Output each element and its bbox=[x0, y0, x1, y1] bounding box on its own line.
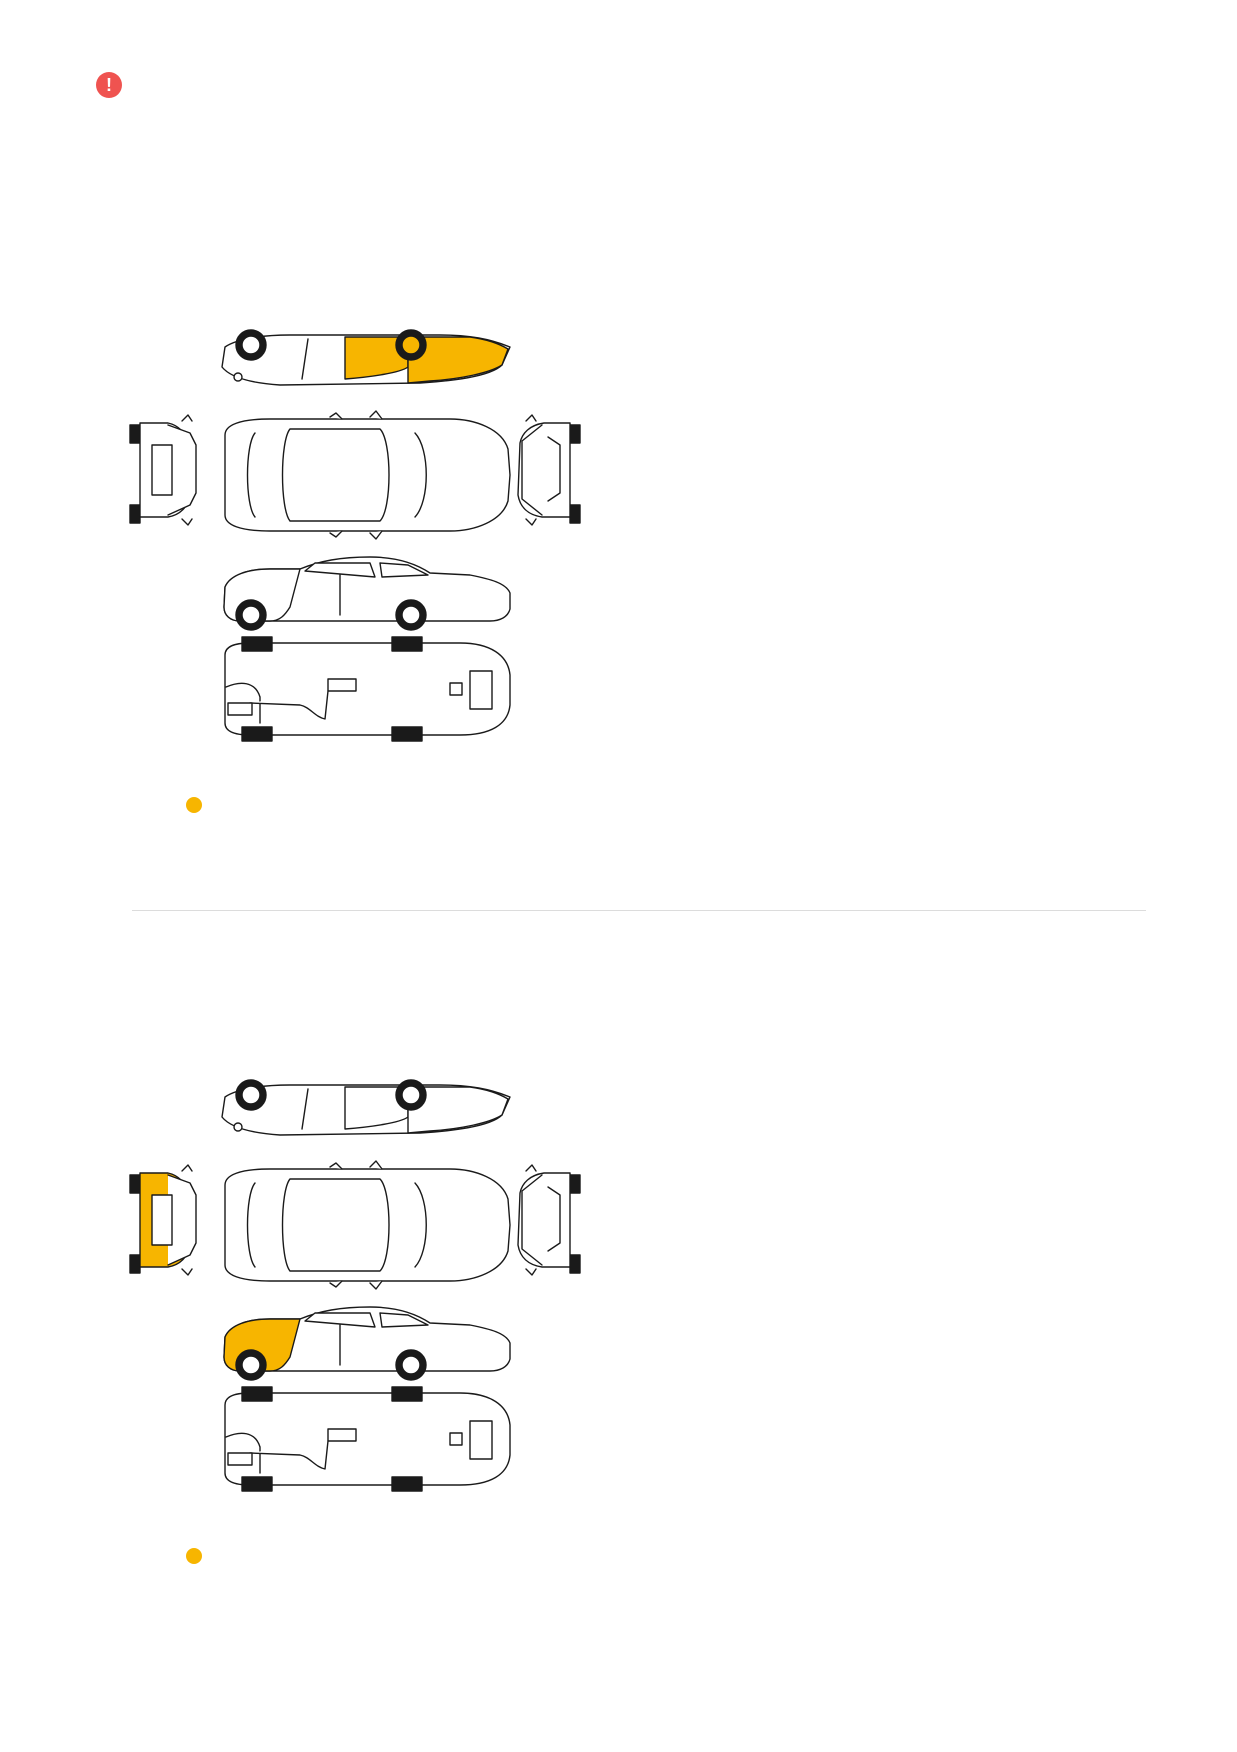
damage-marker-dot-1 bbox=[186, 797, 202, 813]
panel-rear-quarter-flipped bbox=[407, 1086, 509, 1134]
car-rear-view bbox=[129, 414, 197, 526]
car-front-view bbox=[517, 1164, 581, 1276]
car-diagram-svg-1 bbox=[129, 329, 581, 742]
car-side-view-flipped bbox=[221, 1079, 511, 1136]
section-divider bbox=[132, 910, 1146, 911]
car-side-view-flipped bbox=[221, 329, 511, 386]
alert-circle-icon[interactable]: ! bbox=[96, 72, 122, 98]
car-side-view bbox=[223, 1306, 511, 1381]
car-front-view bbox=[517, 414, 581, 526]
damage-marker-dot-2 bbox=[186, 1548, 202, 1564]
car-rear-view bbox=[129, 1164, 197, 1276]
car-damage-diagram-2 bbox=[129, 1075, 581, 1495]
car-diagram-svg-2 bbox=[129, 1079, 581, 1492]
car-top-view bbox=[224, 1160, 511, 1290]
car-underside-view bbox=[224, 1386, 511, 1492]
car-damage-diagram-1 bbox=[129, 325, 581, 745]
car-underside-view bbox=[224, 636, 511, 742]
car-side-view bbox=[223, 556, 511, 631]
panel-rear-quarter-flipped bbox=[407, 336, 509, 384]
car-top-view bbox=[224, 410, 511, 540]
